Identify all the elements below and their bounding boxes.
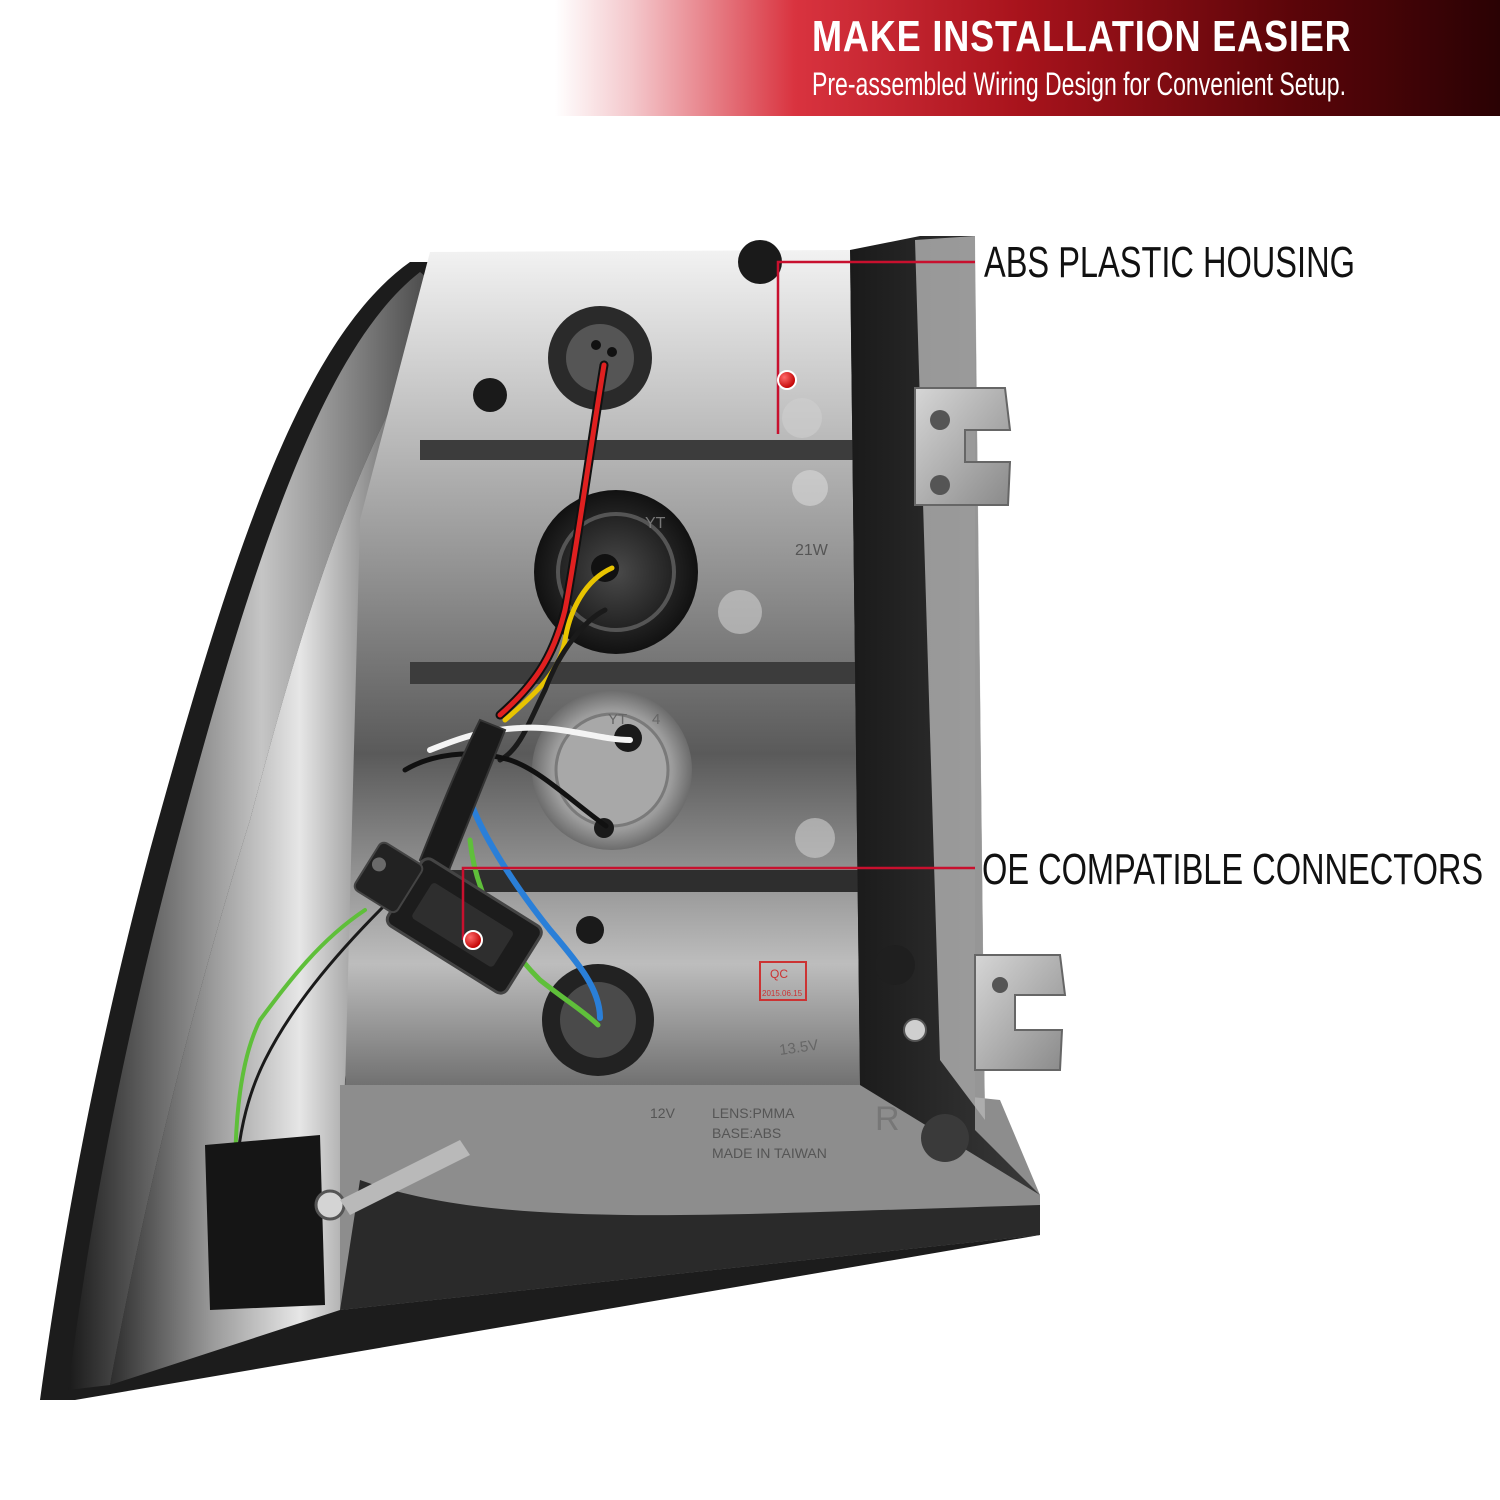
housing-boss <box>782 398 822 438</box>
housing-boss <box>921 1114 969 1162</box>
housing-rib <box>410 662 860 684</box>
housing-bottom-shadow <box>340 1180 1040 1310</box>
mounting-bracket-bottom <box>974 954 1067 1071</box>
housing-hole <box>738 240 782 284</box>
housing-hole <box>576 916 604 944</box>
socket-mark: YT <box>645 515 666 532</box>
wattage-mark: 21W <box>795 542 829 559</box>
cable-box <box>205 1135 325 1310</box>
lens-material-text: LENS:PMMA <box>712 1105 795 1121</box>
callout-dot <box>777 370 797 390</box>
bracket-screw <box>903 1018 927 1042</box>
mounting-stud <box>875 945 915 985</box>
bracket-hole <box>930 475 950 495</box>
callout-dot <box>463 930 483 950</box>
bulb-socket-upper-ring <box>556 512 676 632</box>
mounting-bracket-top <box>914 387 1012 506</box>
side-mark: R <box>875 1100 900 1138</box>
banner-subtitle: Pre-assembled Wiring Design for Convenie… <box>812 66 1347 102</box>
callout-connectors-line <box>461 866 975 950</box>
socket-pin <box>591 340 601 350</box>
housing-rib <box>385 870 860 892</box>
housing-hole <box>473 378 507 412</box>
qc-sticker <box>759 961 807 1001</box>
socket-mark: YT <box>608 711 627 728</box>
voltage-mark: 12V <box>650 1105 676 1121</box>
qc-date: 2015.06.15 <box>762 989 803 998</box>
socket-mark: 4 <box>652 711 660 728</box>
bracket-hole <box>930 410 950 430</box>
housing-rib <box>420 440 860 460</box>
socket-pin <box>607 347 617 357</box>
qc-label: QC <box>770 967 788 981</box>
callout-label-housing: ABS PLASTIC HOUSING <box>984 238 1355 287</box>
origin-text: MADE IN TAIWAN <box>712 1145 827 1161</box>
bracket-hole <box>992 977 1008 993</box>
ground-strap <box>340 1140 470 1215</box>
header-banner: MAKE INSTALLATION EASIER Pre-assembled W… <box>0 0 1500 116</box>
bulb-socket-top-inner <box>566 324 634 392</box>
housing-boss <box>795 818 835 858</box>
housing-boss <box>718 590 762 634</box>
ground-screw <box>314 1189 346 1221</box>
callout-label-connectors: OE COMPATIBLE CONNECTORS <box>982 845 1484 894</box>
base-material-text: BASE:ABS <box>712 1125 781 1141</box>
housing-boss <box>792 470 828 506</box>
wiring-harness <box>233 360 633 1187</box>
rating-mark: 13.5V <box>778 1037 819 1059</box>
lens-chrome-edge <box>68 272 455 1390</box>
callout-housing-line <box>776 260 975 434</box>
banner-title: MAKE INSTALLATION EASIER <box>812 12 1352 61</box>
